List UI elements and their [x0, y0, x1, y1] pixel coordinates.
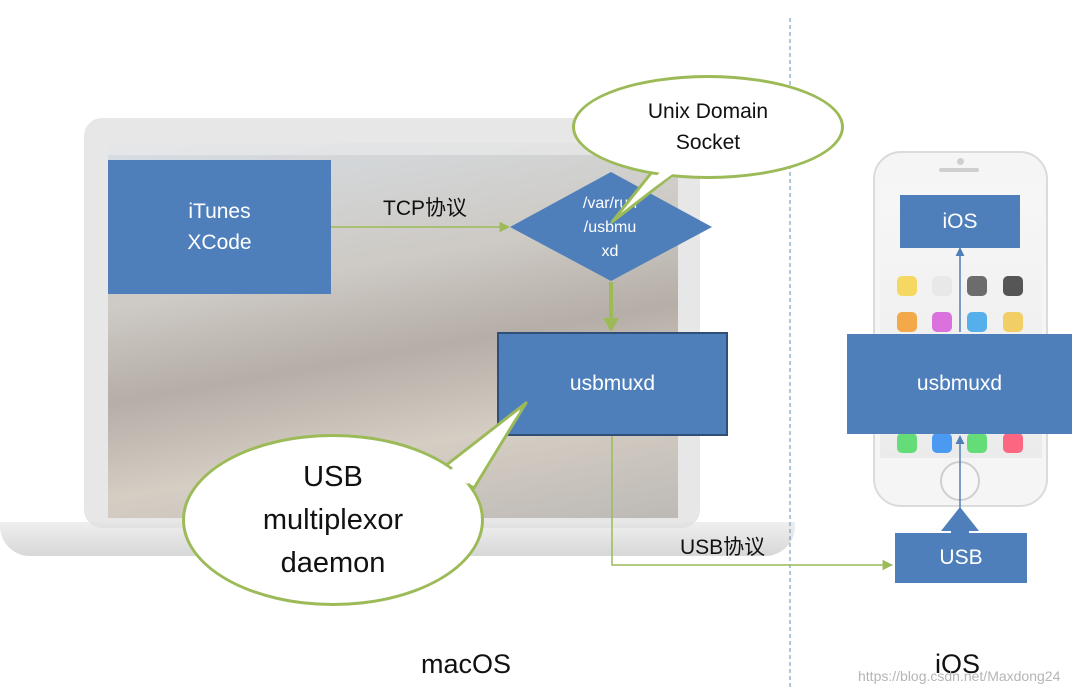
callout-line: multiplexor: [262, 503, 404, 536]
watermark: https://blog.csdn.net/Maxdong24: [858, 668, 1061, 684]
usb-port-label: USB: [939, 546, 983, 569]
callout-line: USB: [303, 460, 363, 493]
app-icon: [1003, 276, 1023, 296]
unix-domain-socket-callout: Unix Domain Socket: [572, 75, 844, 179]
app-icon: [1003, 312, 1023, 332]
ios-app-label: iOS: [942, 209, 978, 233]
usbmuxd-mac-label: usbmuxd: [569, 372, 656, 395]
itunes-xcode-node: iTunes XCode: [108, 160, 331, 294]
usb-up-arrowhead: [941, 507, 979, 531]
app-icon: [897, 276, 917, 296]
callout-line: daemon: [280, 546, 386, 579]
app-icon: [897, 312, 917, 332]
app-icon: [967, 433, 987, 453]
callout-line: Socket: [675, 131, 741, 154]
iphone-speaker: [939, 168, 979, 172]
tcp-protocol-label: TCP协议: [383, 197, 467, 220]
laptop-menubar: [108, 143, 678, 155]
ios-section-label: iOS: [935, 649, 981, 679]
usbmuxd-ios-node: usbmuxd: [847, 334, 1072, 434]
var-run-usbmuxd-node: [510, 172, 712, 281]
usb-protocol-label: USB协议: [680, 536, 766, 559]
usb-connector: [611, 436, 894, 571]
usbmuxd-ios-label: usbmuxd: [916, 372, 1003, 395]
var-run-line: /usbmu: [583, 219, 637, 236]
macos-section-label: macOS: [421, 649, 512, 679]
iphone-camera: [957, 158, 964, 165]
var-run-line: xd: [601, 243, 619, 260]
usbmuxd-mac-node: usbmuxd: [497, 332, 728, 436]
app-icon: [932, 433, 952, 453]
app-icon: [1003, 433, 1023, 453]
app-icon: [967, 312, 987, 332]
usb-up-arrow-shaft: [951, 528, 969, 533]
usb-multiplexor-daemon-callout: USB multiplexor daemon: [182, 434, 484, 606]
usb-port-node: USB: [895, 533, 1027, 583]
ios-app-node: iOS: [900, 195, 1020, 248]
socket-to-usbmuxd-arrowhead: [603, 318, 619, 332]
app-icon: [932, 276, 952, 296]
app-icon: [897, 433, 917, 453]
app-icon: [967, 276, 987, 296]
app-icon: [932, 312, 952, 332]
itunes-xcode-line: XCode: [187, 231, 252, 254]
itunes-xcode-line: iTunes: [188, 200, 251, 223]
callout-line: Unix Domain: [647, 100, 769, 123]
